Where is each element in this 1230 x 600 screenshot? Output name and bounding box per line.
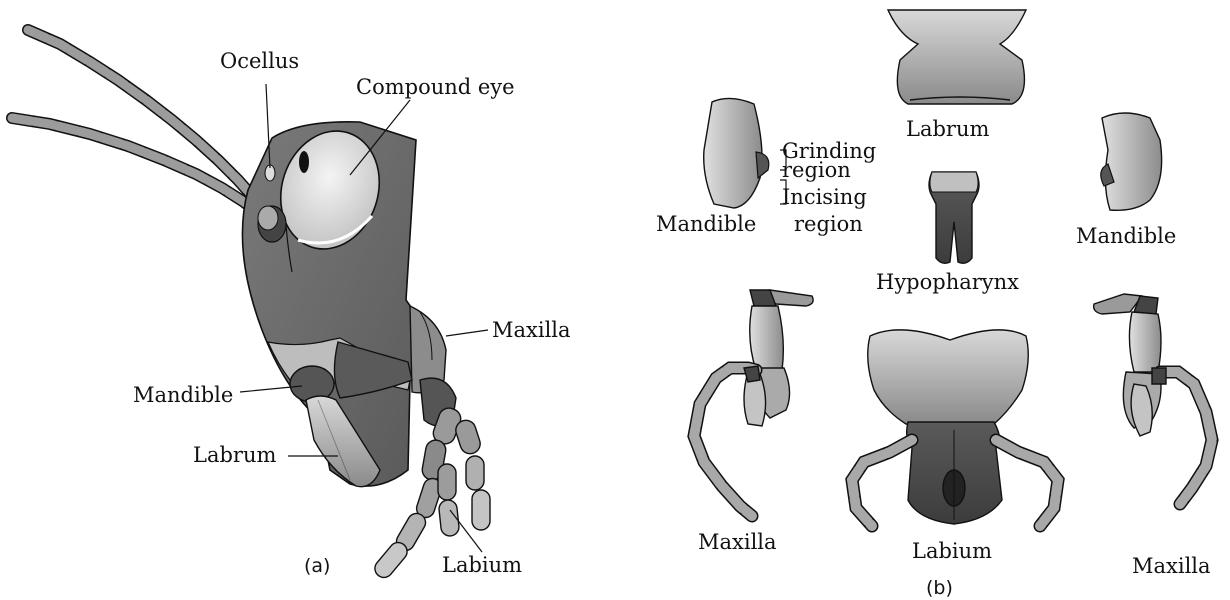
- labrum-b: [888, 10, 1026, 104]
- label-ocellus: Ocellus: [220, 49, 299, 73]
- mandible-left-b: [704, 98, 762, 208]
- mandible-right-b: [1102, 113, 1162, 210]
- labium-b: [852, 330, 1058, 526]
- label-compound-eye: Compound eye: [356, 75, 515, 99]
- caption-b: (b): [926, 577, 953, 599]
- label-mandible-right: Mandible: [1076, 224, 1176, 248]
- label-labrum-b: Labrum: [906, 117, 989, 141]
- label-hypopharynx: Hypopharynx: [876, 270, 1019, 294]
- label-maxilla-a: Maxilla: [492, 318, 571, 342]
- label-mandible-left: Mandible: [656, 212, 756, 236]
- label-maxilla-left: Maxilla: [698, 530, 777, 554]
- label-mandible-a: Mandible: [133, 383, 233, 407]
- eye-pupil: [299, 151, 309, 173]
- panel-b: Labrum Grinding region Incising region M…: [656, 10, 1212, 599]
- label-incising-2: region: [794, 212, 863, 236]
- label-labrum-a: Labrum: [193, 443, 276, 467]
- maxilla-right-b: [1094, 294, 1212, 504]
- panel-a: Ocellus Compound eye Maxilla Mandible La…: [12, 30, 571, 581]
- maxilla-left-b: [694, 290, 813, 516]
- label-labium-a: Labium: [442, 553, 522, 577]
- label-labium-b: Labium: [912, 539, 992, 563]
- label-incising-1: Incising: [782, 185, 867, 209]
- caption-a: (a): [304, 555, 330, 577]
- label-maxilla-right: Maxilla: [1132, 554, 1211, 578]
- label-grinding-2: region: [782, 158, 851, 182]
